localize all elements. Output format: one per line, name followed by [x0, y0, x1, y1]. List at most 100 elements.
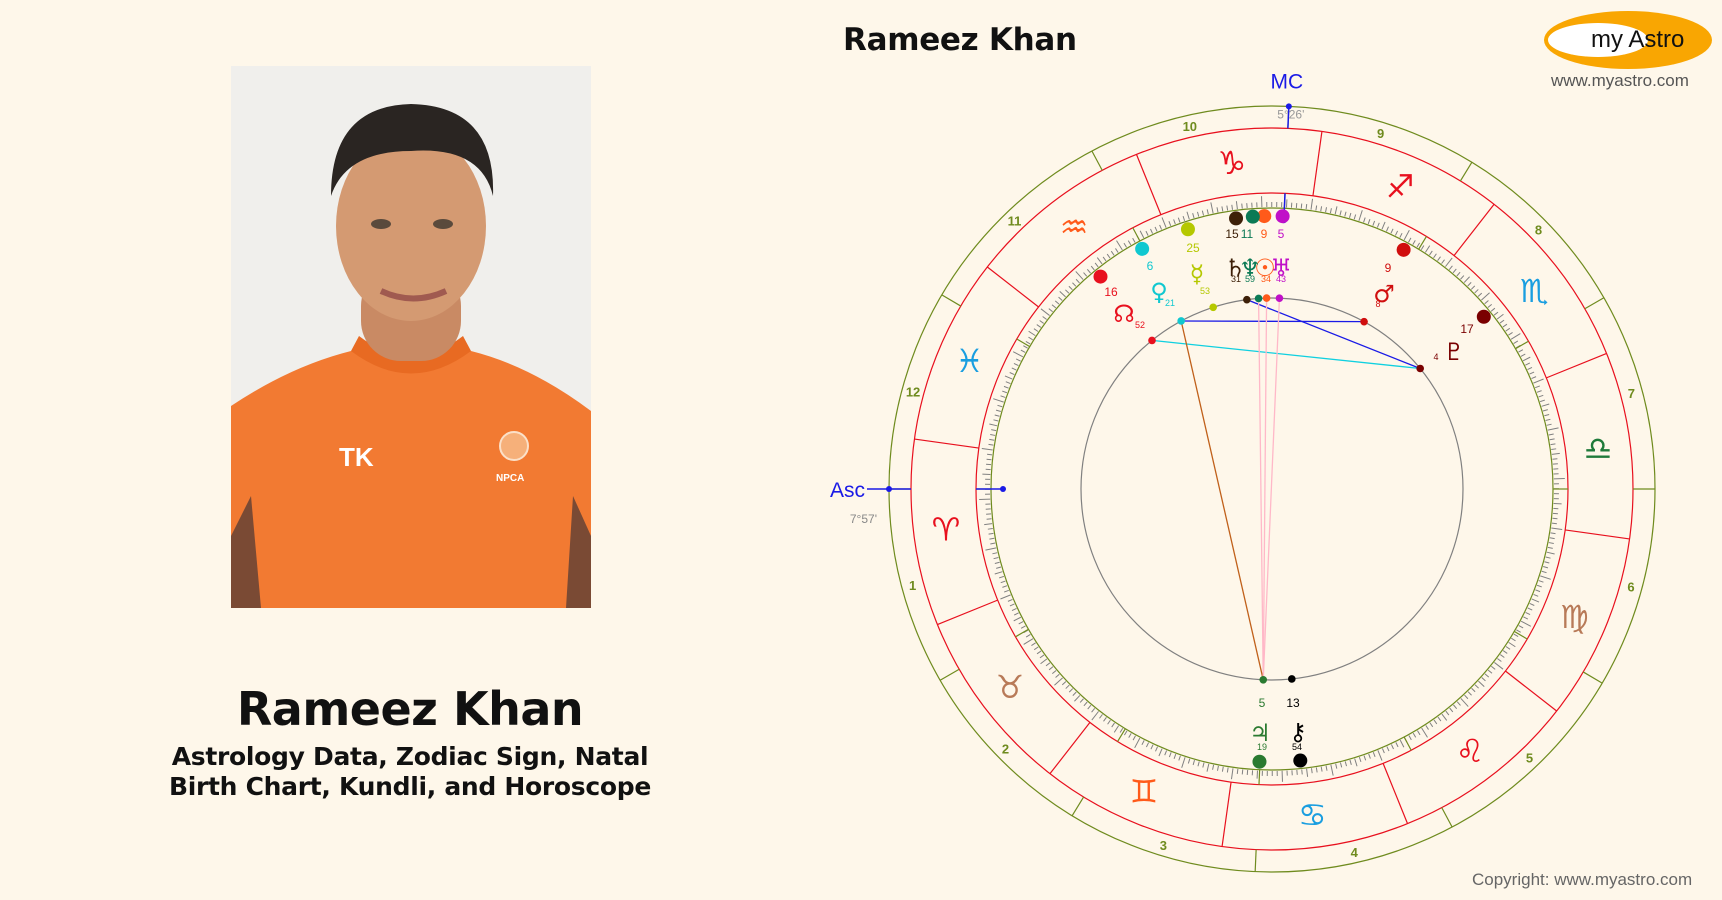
degree-tick: [1412, 240, 1416, 245]
degree-tick: [1453, 704, 1458, 710]
degree-tick: [1028, 330, 1036, 337]
degree-tick: [1206, 763, 1210, 772]
degree-tick: [1541, 570, 1547, 574]
degree-tick: [1499, 654, 1505, 658]
degree-tick: [1168, 752, 1172, 758]
degree-tick: [1470, 285, 1476, 290]
house-cusp-inner: [1117, 728, 1126, 742]
planet-degree: 17: [1460, 322, 1474, 336]
degree-tick: [1535, 385, 1541, 389]
site-url[interactable]: www.myastro.com: [1551, 71, 1689, 90]
degree-tick: [1086, 268, 1091, 274]
degree-tick: [987, 527, 993, 530]
angle-dot-inner: [1000, 486, 1006, 492]
degree-tick: [1536, 390, 1542, 393]
degree-tick: [1481, 292, 1490, 301]
planet-dot-jupiter: [1252, 754, 1267, 769]
degree-tick: [1368, 753, 1371, 759]
planet-dot-north-node: [1093, 269, 1108, 284]
degree-tick: [1106, 253, 1111, 259]
degree-tick: [1353, 214, 1357, 220]
degree-tick: [1051, 304, 1057, 309]
house-cusp-inner: [1513, 630, 1528, 640]
degree-tick: [1320, 766, 1323, 772]
degree-tick: [994, 414, 1000, 417]
house-number-3: 3: [1160, 838, 1167, 853]
degree-tick: [1020, 349, 1026, 353]
degree-tick: [1529, 371, 1535, 375]
degree-tick: [992, 552, 998, 555]
degree-tick: [1325, 765, 1328, 771]
degree-tick: [1083, 701, 1088, 707]
degree-tick: [1429, 250, 1433, 256]
degree-tick: [1005, 381, 1011, 385]
degree-tick: [1547, 546, 1553, 549]
degree-tick: [1497, 658, 1502, 662]
degree-tick: [995, 409, 1001, 412]
degree-tick: [1178, 755, 1181, 761]
sign-glyph-sagittarius: ♐: [1386, 168, 1415, 206]
degree-tick: [1477, 292, 1483, 297]
aspect-line-sextile: [1181, 320, 1365, 323]
degree-tick: [1390, 744, 1394, 750]
degree-tick: [1493, 311, 1499, 316]
degree-tick: [1325, 207, 1328, 213]
degree-tick: [1548, 542, 1554, 545]
angle-dot: [1285, 103, 1292, 110]
degree-tick: [1533, 593, 1539, 597]
degree-tick: [1549, 438, 1555, 441]
sign-boundary: [937, 599, 998, 626]
degree-tick: [1478, 680, 1485, 687]
aspect-dot: [1416, 364, 1424, 373]
degree-tick: [1545, 556, 1551, 559]
sign-glyph-taurus: ♉: [995, 668, 1024, 706]
degree-tick: [1164, 750, 1168, 756]
degree-tick: [1201, 210, 1205, 216]
degree-tick: [1012, 351, 1024, 358]
degree-tick: [1550, 532, 1556, 535]
house-cusp: [1071, 796, 1085, 817]
house-cusp-inner: [1418, 236, 1427, 250]
degree-tick: [1551, 452, 1560, 455]
degree-tick: [1545, 418, 1551, 422]
degree-tick: [1551, 448, 1557, 451]
degree-tick: [1182, 215, 1186, 222]
degree-tick: [1349, 212, 1352, 218]
myastro-logo[interactable]: my Astro: [1543, 10, 1713, 70]
aspect-dot: [1287, 675, 1296, 683]
degree-tick: [988, 443, 994, 446]
house-cusp: [1441, 807, 1453, 828]
degree-tick: [1403, 229, 1410, 241]
planet-glyph-north-node: ☊: [1113, 300, 1134, 328]
degree-tick: [1197, 761, 1200, 767]
degree-tick: [1212, 764, 1215, 770]
degree-tick: [997, 404, 1003, 408]
planet-minute: 43: [1276, 274, 1286, 284]
degree-tick: [1011, 607, 1017, 611]
degree-tick: [1344, 211, 1347, 217]
degree-tick: [1145, 742, 1150, 748]
planet-glyph-mercury: ☿: [1190, 260, 1205, 288]
degree-tick: [1091, 707, 1096, 713]
planet-glyph-saturn: ♄: [1224, 254, 1246, 282]
degree-tick: [1424, 245, 1431, 253]
degree-tick: [1474, 289, 1479, 294]
degree-tick: [1306, 768, 1309, 777]
degree-tick: [1083, 272, 1088, 277]
degree-tick: [1433, 253, 1437, 259]
house-number-8: 8: [1535, 222, 1542, 237]
degree-tick: [1320, 206, 1323, 212]
aspect-line-opposition: [1262, 298, 1281, 680]
aspect-line-opposition: [1262, 298, 1268, 680]
degree-tick: [991, 429, 997, 432]
degree-tick: [1236, 768, 1239, 774]
degree-tick: [1363, 217, 1366, 223]
degree-tick: [1059, 291, 1066, 298]
planet-glyph-chiron: ⚷: [1289, 718, 1307, 746]
degree-tick: [1177, 217, 1181, 223]
degree-tick: [1065, 289, 1070, 294]
degree-tick: [1367, 219, 1371, 225]
copyright-text: Copyright: www.myastro.com: [1472, 870, 1693, 889]
degree-tick: [1216, 765, 1219, 771]
sign-glyph-libra: ♎: [1584, 430, 1613, 468]
